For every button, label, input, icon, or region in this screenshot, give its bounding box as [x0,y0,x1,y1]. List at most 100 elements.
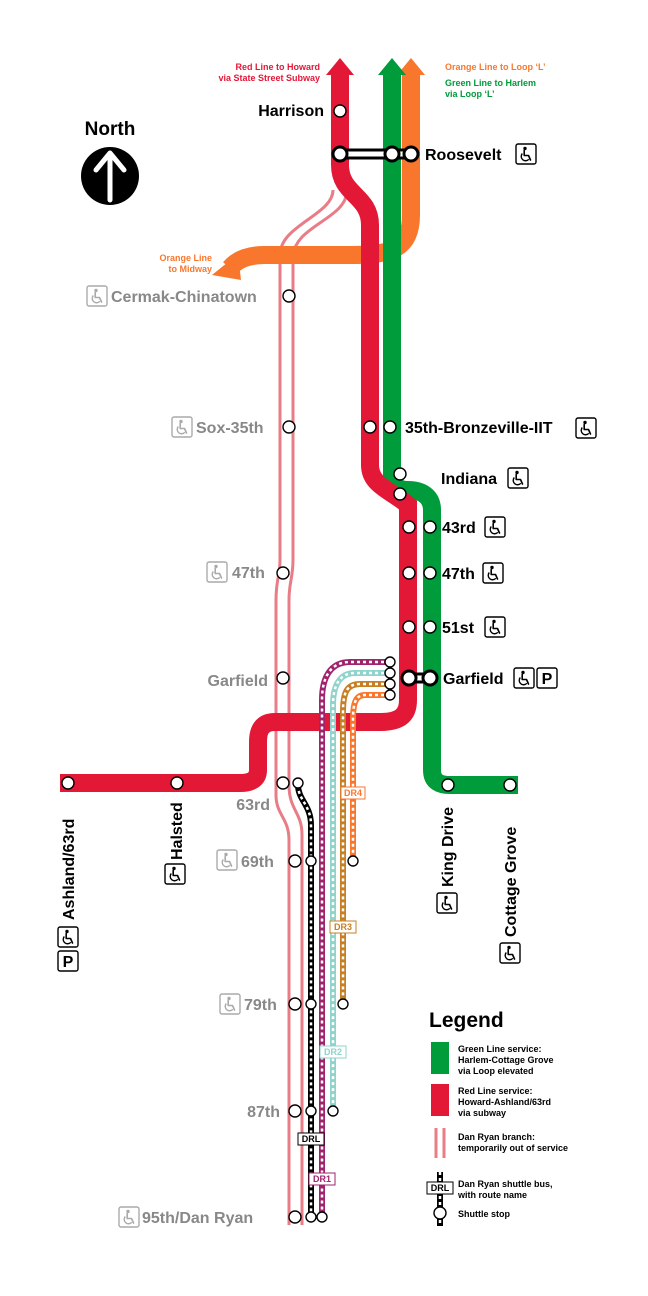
route-tag-drl: DRL [302,1134,321,1144]
stop-dr-garfield [276,671,290,685]
svg-text:Red Line service:: Red Line service: [458,1086,533,1096]
station-47th: 47th [442,566,475,583]
red-line [60,75,417,792]
svg-text:with route name: with route name [457,1190,527,1200]
stop-sox35 [282,420,296,434]
station-dr79: 79th [244,997,277,1014]
station-ashland: Ashland/63rd [61,819,78,920]
green-label-2: via Loop ‘L’ [445,89,495,99]
station-cermak: Cermak-Chinatown [111,289,257,306]
station-35th-bronzeville: 35th-Bronzeville-IIT [405,420,553,437]
stop-43-green [423,520,437,534]
stop-dr69-bus [305,855,317,867]
legend-green-swatch [431,1042,449,1074]
route-tag-dr1: DR1 [313,1174,331,1184]
red-line-arrow [326,58,354,75]
orange-midway-arrow [212,254,241,280]
stop-47-green [423,566,437,580]
stop-dr1-end [316,1211,328,1223]
svg-text:via Loop elevated: via Loop elevated [458,1066,534,1076]
orange-midway-label-2: to Midway [168,264,212,274]
stop-dr95 [288,1210,302,1224]
wheelchair-icon [507,467,529,489]
stop-harrison [333,104,347,118]
wheelchair-icon [164,863,186,885]
svg-text:Dan Ryan branch:: Dan Ryan branch: [458,1132,535,1142]
wheelchair-icon [482,562,504,584]
svg-text:Howard-Ashland/63rd: Howard-Ashland/63rd [458,1097,551,1107]
wheelchair-icon [118,1206,140,1228]
stop-ashland [61,776,75,790]
orange-loop-arrow [397,58,425,75]
stop-dr2-end [327,1105,339,1117]
station-sox35: Sox-35th [196,420,264,437]
route-tag-dr3: DR3 [334,922,352,932]
stop-dr79 [288,997,302,1011]
stop-dr87 [288,1104,302,1118]
red-north-label-1: Red Line to Howard [235,62,320,72]
stop-dr79-bus [305,998,317,1010]
stop-dr47 [276,566,290,580]
wheelchair-icon [216,849,238,871]
wheelchair-icon [206,561,228,583]
stop-garfield-bus-2 [384,667,396,679]
stop-43-red [402,520,416,534]
stop-halsted [170,776,184,790]
station-roosevelt: Roosevelt [425,147,502,164]
wheelchair-icon [513,667,535,689]
red-north-label-2: via State Street Subway [218,73,320,83]
compass-title: North [85,119,136,140]
wheelchair-icon [219,993,241,1015]
orange-midway-label-1: Orange Line [159,253,212,263]
wheelchair-icon [484,616,506,638]
svg-text:DRL: DRL [431,1183,450,1193]
orange-loop-label: Orange Line to Loop ‘L’ [445,62,546,72]
svg-text:via subway: via subway [458,1108,506,1118]
wheelchair-icon [436,892,458,914]
parking-icon [536,667,558,689]
stop-dr63-bus [292,777,304,789]
compass: North [81,119,139,205]
garfield-transfer [400,669,439,687]
stop-dr95-bus [305,1211,317,1223]
stop-garfield-bus-3 [384,678,396,690]
wheelchair-icon [86,285,108,307]
stop-51-red [402,620,416,634]
station-dr47: 47th [232,565,265,582]
legend-title: Legend [429,1009,504,1032]
svg-text:temporarily out of service: temporarily out of service [458,1143,568,1153]
stop-dr69 [288,854,302,868]
station-king-drive: King Drive [440,807,457,887]
stop-king [441,778,455,792]
station-halsted: Halsted [169,802,186,860]
stop-garfield-bus-4 [384,689,396,701]
svg-text:Dan Ryan shuttle bus,: Dan Ryan shuttle bus, [458,1179,553,1189]
route-tag-dr2: DR2 [324,1047,342,1057]
station-garfield: Garfield [443,671,503,688]
svg-text:Shuttle stop: Shuttle stop [458,1209,510,1219]
wheelchair-icon [57,926,79,948]
wheelchair-icon [515,143,537,165]
wheelchair-icon [499,942,521,964]
station-43rd: 43rd [442,520,476,537]
parking-icon [57,950,79,972]
route-tags: DR4 DR3 DR2 DRL DR1 [297,786,366,1186]
stop-dr87-bus [305,1105,317,1117]
station-dr63: 63rd [236,797,270,814]
station-indiana: Indiana [441,471,497,488]
stop-35th-red [363,420,377,434]
station-harrison: Harrison [258,103,324,120]
stop-indiana-red [393,487,407,501]
svg-text:Harlem-Cottage Grove: Harlem-Cottage Grove [458,1055,554,1065]
legend-red-swatch [431,1084,449,1116]
wheelchair-icon [171,416,193,438]
stop-dr3-end [337,998,349,1010]
route-tag-dr4: DR4 [344,788,362,798]
shuttle-routes [295,659,390,1218]
station-dr-garfield: Garfield [208,673,268,690]
stop-garfield-bus-1 [384,656,396,668]
stop-indiana [393,467,407,481]
stop-cottage [503,778,517,792]
stop-dr63 [276,776,290,790]
